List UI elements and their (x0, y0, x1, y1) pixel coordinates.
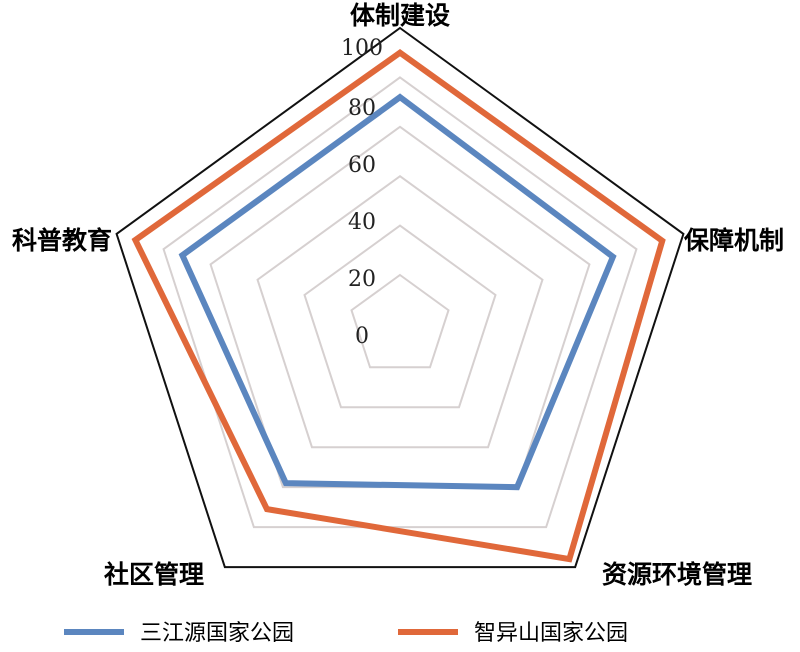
series-line-1 (178, 93, 617, 491)
tick-label-80: 80 (348, 96, 376, 121)
axis-label-5: 科普教育 (12, 226, 112, 255)
grid-ring-20 (303, 224, 497, 409)
tick-label-0: 0 (355, 324, 369, 349)
axis-label-1: 体制建设 (350, 1, 450, 30)
legend-label-series-2: 智异山国家公园 (474, 621, 628, 646)
grid-ring-100 (115, 26, 685, 569)
legend: 三江源国家公园 智异山国家公园 (64, 621, 628, 646)
radar-series (131, 49, 666, 563)
tick-label-40: 40 (348, 210, 376, 235)
tick-label-60: 60 (348, 153, 376, 178)
tick-label-100: 100 (341, 36, 383, 61)
legend-label-series-1: 三江源国家公园 (140, 621, 294, 646)
radar-grid (115, 26, 685, 569)
axis-label-3: 资源环境管理 (602, 560, 752, 589)
grid-ring-40 (256, 174, 544, 449)
tick-label-20: 20 (348, 267, 376, 292)
axis-label-4: 社区管理 (104, 560, 204, 589)
grid-ring-0 (350, 273, 450, 369)
series-line-2 (131, 49, 666, 563)
grid-ring-80 (162, 76, 638, 529)
axis-label-2: 保障机制 (683, 226, 784, 255)
